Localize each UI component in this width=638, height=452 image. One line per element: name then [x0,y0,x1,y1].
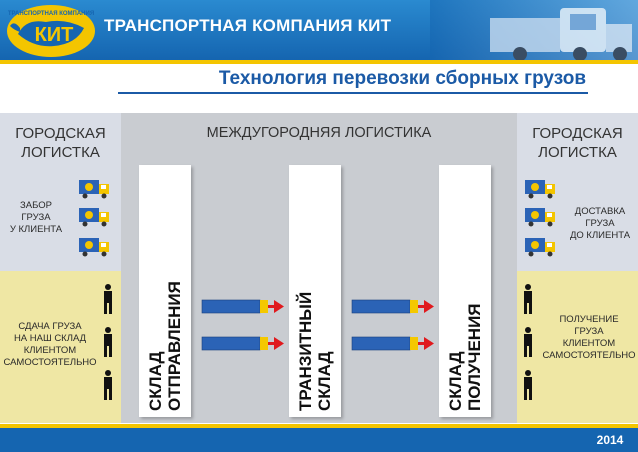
truck-icon [525,180,555,199]
left-lower-zone [0,271,121,423]
person-icon [104,370,112,400]
person-icon [524,284,532,314]
whale-logo-icon: КИТ ТРАНСПОРТНАЯ КОМПАНИЯ [7,5,95,57]
arrow-right-icon [201,299,284,314]
right-title: ГОРОДСКАЯ ЛОГИСТКА [532,125,623,161]
pillar-2-line2: СКЛАД [315,351,334,411]
truck-icon [79,180,109,199]
left-trucks [79,180,109,257]
footer-bar [0,428,638,452]
truck-icon [79,238,109,257]
header-truck-icon [430,0,638,60]
right-lower-zone [517,271,638,423]
truck-icon [525,238,555,257]
right-pickup-self-text: ПОЛУЧЕНИЕ ГРУЗА КЛИЕНТОМ САМОСТОЯТЕЛЬНО [542,314,636,361]
right-delivery-text: ДОСТАВКА ГРУЗА ДО КЛИЕНТА [569,206,631,241]
left-pickup-text: ЗАБОР ГРУЗА У КЛИЕНТА [9,200,63,235]
footer-year: 2014 [596,433,624,447]
pillar-1-line1: СКЛАД [146,351,165,411]
company-name: ТРАНСПОРТНАЯ КОМПАНИЯ КИТ [104,16,392,35]
pillar-3-line1: СКЛАД [446,351,465,411]
title-underline [118,92,588,94]
arrows-sending-to-transit [201,299,284,351]
pillar-transit-warehouse: ТРАНЗИТНЫЙ СКЛАД [289,165,341,417]
right-trucks [525,180,555,257]
pillar-receiving-warehouse: СКЛАД ПОЛУЧЕНИЯ [439,165,491,417]
pillar-sending-warehouse: СКЛАД ОТПРАВЛЕНИЯ [139,165,191,417]
page-title: Технология перевозки сборных грузов [218,68,586,89]
left-dropoff-text: СДАЧА ГРУЗА НА НАШ СКЛАД КЛИЕНТОМ САМОСТ… [3,321,97,368]
arrow-right-icon [201,336,284,351]
left-title: ГОРОДСКАЯ ЛОГИСТКА [15,125,106,161]
person-icon [524,327,532,357]
truck-icon [79,208,109,227]
right-persons [524,284,532,400]
person-icon [104,327,112,357]
person-icon [524,370,532,400]
pillar-1-line2: ОТПРАВЛЕНИЯ [165,281,184,411]
logo-arc-text: ТРАНСПОРТНАЯ КОМПАНИЯ [8,11,94,17]
middle-title: МЕЖДУГОРОДНЯЯ ЛОГИСТИКА [206,125,432,141]
header-yellow-stripe [0,60,638,64]
arrow-right-icon [351,336,434,351]
arrows-transit-to-receiving [351,299,434,351]
arrow-right-icon [351,299,434,314]
left-persons [104,284,112,400]
pillar-3-line2: ПОЛУЧЕНИЯ [465,303,484,411]
truck-icon [525,208,555,227]
footer-yellow-stripe [0,424,638,428]
person-icon [104,284,112,314]
pillar-2-line1: ТРАНЗИТНЫЙ [296,291,315,411]
logo-text: КИТ [35,24,74,46]
